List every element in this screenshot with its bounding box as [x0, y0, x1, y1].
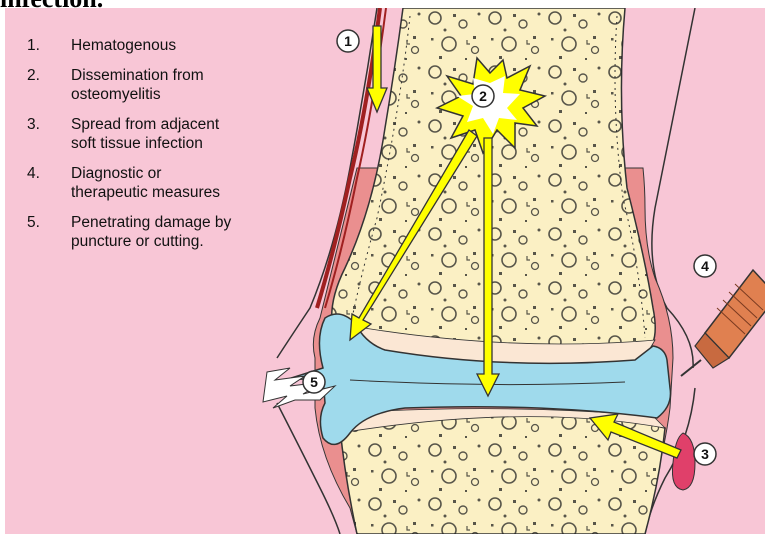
legend-line: Spread from adjacent [71, 116, 219, 133]
legend-line: Diagnostic or [71, 165, 161, 182]
callout-3: 3 [694, 443, 716, 465]
svg-text:5: 5 [310, 374, 318, 390]
legend-line: osteomyelitis [71, 86, 161, 103]
legend-text: Diagnostic or therapeutic measures [71, 164, 303, 202]
callout-2: 2 [472, 85, 494, 107]
legend-number: 2. [23, 66, 71, 104]
callout-1: 1 [337, 30, 359, 52]
legend-number: 4. [23, 164, 71, 202]
svg-text:2: 2 [479, 88, 487, 104]
legend: 1. Hematogenous 2. Dissemination from os… [23, 36, 303, 262]
legend-item-5: 5. Penetrating damage by puncture or cut… [23, 213, 303, 251]
legend-text: Dissemination from osteomyelitis [71, 66, 303, 104]
svg-text:3: 3 [701, 446, 709, 462]
legend-item-3: 3. Spread from adjacent soft tissue infe… [23, 115, 303, 153]
legend-number: 1. [23, 36, 71, 55]
svg-text:4: 4 [701, 258, 709, 274]
diagram-panel: 1 2 3 4 5 1. Hematogenous 2. Dis [5, 8, 765, 534]
legend-text: Penetrating damage by puncture or cuttin… [71, 213, 303, 251]
legend-line: Dissemination from [71, 67, 204, 84]
legend-text: Hematogenous [71, 36, 303, 55]
legend-text: Spread from adjacent soft tissue infecti… [71, 115, 303, 153]
legend-number: 3. [23, 115, 71, 153]
callout-4: 4 [694, 255, 716, 277]
legend-item-1: 1. Hematogenous [23, 36, 303, 55]
legend-line: soft tissue infection [71, 135, 203, 152]
legend-line: Hematogenous [71, 37, 176, 54]
legend-number: 5. [23, 213, 71, 251]
svg-text:1: 1 [344, 33, 352, 49]
legend-line: puncture or cutting. [71, 233, 204, 250]
legend-item-2: 2. Dissemination from osteomyelitis [23, 66, 303, 104]
legend-line: Penetrating damage by [71, 214, 231, 231]
callout-5: 5 [303, 371, 325, 393]
legend-item-4: 4. Diagnostic or therapeutic measures [23, 164, 303, 202]
legend-line: therapeutic measures [71, 184, 220, 201]
